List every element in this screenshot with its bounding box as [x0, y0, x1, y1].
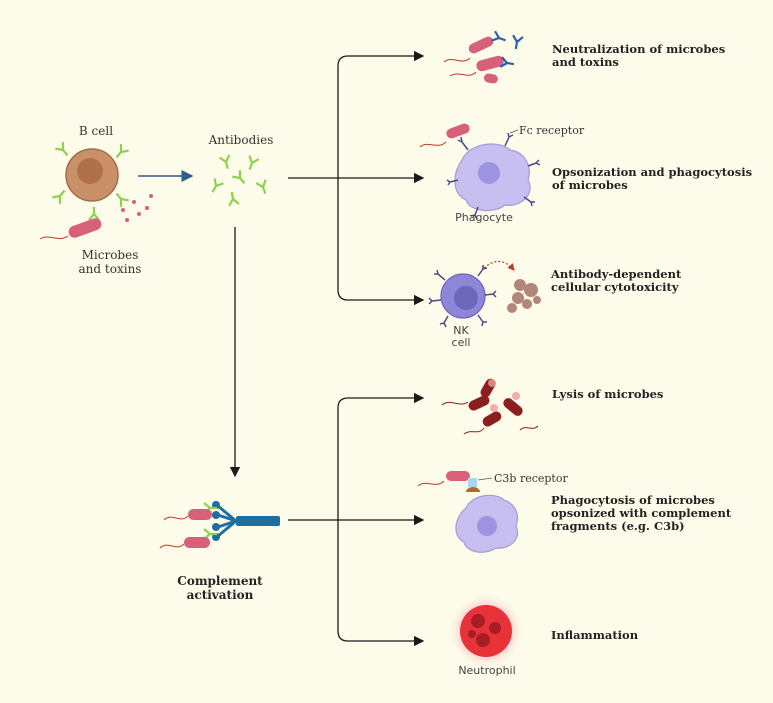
antibodies-label: Antibodies — [208, 133, 274, 147]
fc-receptor-pointer — [509, 129, 519, 134]
adcc-outcome: NK cell Antibody-dependent cellular cyto… — [428, 260, 682, 349]
phagocyte-label: Phagocyte — [455, 211, 513, 224]
microbe-icon — [39, 218, 102, 240]
phagocyte-icon — [446, 132, 541, 220]
complement-antibody-icon — [202, 501, 219, 541]
opsonized-microbe-icon — [419, 123, 470, 148]
neutralized-microbe-icon — [443, 30, 525, 84]
phago-complement-label-line3: fragments (e.g. C3b) — [551, 519, 685, 533]
microbes-label-line2: and toxins — [79, 262, 142, 276]
adcc-label-line1: Antibody-dependent — [550, 267, 682, 281]
complement-label-line2: activation — [187, 588, 254, 602]
complement-activation-group: Complement activation — [159, 501, 280, 602]
opsonization-outcome: Fc receptor Phagocyte Opsonization and p… — [419, 123, 752, 224]
complement-microbe-icon — [159, 509, 212, 549]
complement-complex-icon — [212, 501, 280, 541]
phago-complement-label-line1: Phagocytosis of microbes — [551, 493, 715, 507]
antibodies-group: Antibodies — [207, 133, 274, 207]
nk-cell-icon — [428, 265, 497, 328]
lysis-outcome: Lysis of microbes — [441, 378, 663, 435]
b-cell-group: B cell Microbes and toxins — [39, 124, 153, 276]
opsonization-label-line1: Opsonization and phagocytosis — [552, 165, 752, 179]
neutralization-label-line2: and toxins — [552, 55, 619, 69]
lysis-label: Lysis of microbes — [552, 387, 663, 401]
lysed-microbe-icon — [441, 378, 539, 435]
nk-cell-label-line1: NK — [453, 324, 469, 337]
dying-cell-icon — [507, 279, 541, 313]
phago-complement-label-line2: opsonized with complement — [551, 506, 732, 520]
neutralization-outcome: Neutralization of microbes and toxins — [443, 30, 725, 84]
cytotoxic-granules-arrow — [483, 260, 515, 271]
inflammation-outcome: Neutrophil Inflammation — [448, 593, 639, 677]
c3b-microbe-icon — [417, 471, 480, 492]
fc-receptor-label: Fc receptor — [519, 124, 585, 137]
nk-cell-label-line2: cell — [452, 336, 471, 349]
opsonization-label-line2: of microbes — [552, 178, 628, 192]
adcc-label-line2: cellular cytotoxicity — [551, 280, 679, 294]
b-cell — [65, 148, 119, 202]
neutrophil-label: Neutrophil — [458, 664, 515, 677]
c3b-phagocyte-icon — [455, 494, 519, 553]
c3b-receptor-pointer — [477, 477, 493, 481]
complement-phagocytosis-outcome: C3b receptor Phagocytosis of microbes op… — [417, 471, 732, 553]
c3b-receptor-label: C3b receptor — [494, 472, 568, 485]
neutrophil-icon — [448, 593, 524, 669]
microbes-label-line1: Microbes — [82, 248, 139, 262]
upper-branch-connector — [288, 50, 425, 306]
toxin-dots-icon — [121, 194, 153, 222]
complement-label-line1: Complement — [177, 574, 263, 588]
inflammation-label: Inflammation — [551, 628, 639, 642]
lower-branch-connector — [288, 392, 425, 647]
neutralization-label-line1: Neutralization of microbes — [552, 42, 725, 56]
free-antibody-icon — [207, 153, 272, 207]
b-cell-label: B cell — [79, 124, 113, 138]
